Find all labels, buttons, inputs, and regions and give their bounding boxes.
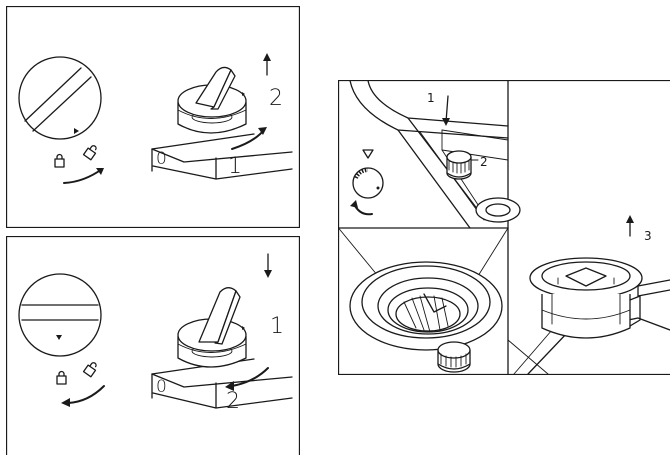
zero-mark: 0 bbox=[156, 377, 167, 397]
padlock-open-icon bbox=[82, 362, 97, 378]
pointer-arrow-icon bbox=[445, 95, 449, 123]
step-label-up: 2 bbox=[269, 86, 283, 111]
dial-icon bbox=[352, 149, 384, 199]
dial-detail-circle bbox=[18, 56, 102, 140]
padlock-open-icon bbox=[82, 145, 97, 161]
subpanel-filter-top-view: 1 2 bbox=[349, 80, 521, 229]
triangle-marker-icon bbox=[362, 149, 374, 159]
step-label-turn: 1 bbox=[228, 154, 242, 179]
rotation-arrow-icon bbox=[63, 168, 103, 184]
valve-knob bbox=[177, 66, 247, 134]
rotation-arrow-icon bbox=[231, 129, 265, 150]
panel-lock-lift: 2 1 0 bbox=[6, 6, 300, 228]
rotation-arrow-icon bbox=[231, 367, 269, 387]
triangle-marker-icon bbox=[74, 128, 79, 134]
zero-mark: 0 bbox=[156, 149, 167, 169]
base-box bbox=[151, 133, 293, 180]
label-pointer: 1 bbox=[427, 91, 435, 105]
dial-detail-circle bbox=[18, 273, 102, 357]
triangle-marker-icon bbox=[56, 335, 62, 340]
padlock-closed-icon bbox=[56, 370, 67, 385]
rotation-arrow-icon bbox=[67, 385, 105, 404]
label-knob: 2 bbox=[480, 155, 488, 169]
valve-knob bbox=[177, 287, 247, 368]
label-lift: 3 bbox=[644, 229, 652, 243]
subpanel-filter-lifted: 3 bbox=[507, 215, 670, 375]
panel-frame bbox=[6, 236, 300, 455]
padlock-closed-icon bbox=[54, 153, 65, 168]
panel-frame bbox=[6, 6, 300, 228]
step-label-turn: 2 bbox=[226, 389, 240, 414]
subpanel-filter-opening bbox=[338, 227, 509, 373]
step-label-down: 1 bbox=[270, 314, 284, 339]
panel-filter-removal: 1 2 3 bbox=[338, 80, 670, 375]
panel-unlock-push: 1 2 0 bbox=[6, 236, 300, 455]
